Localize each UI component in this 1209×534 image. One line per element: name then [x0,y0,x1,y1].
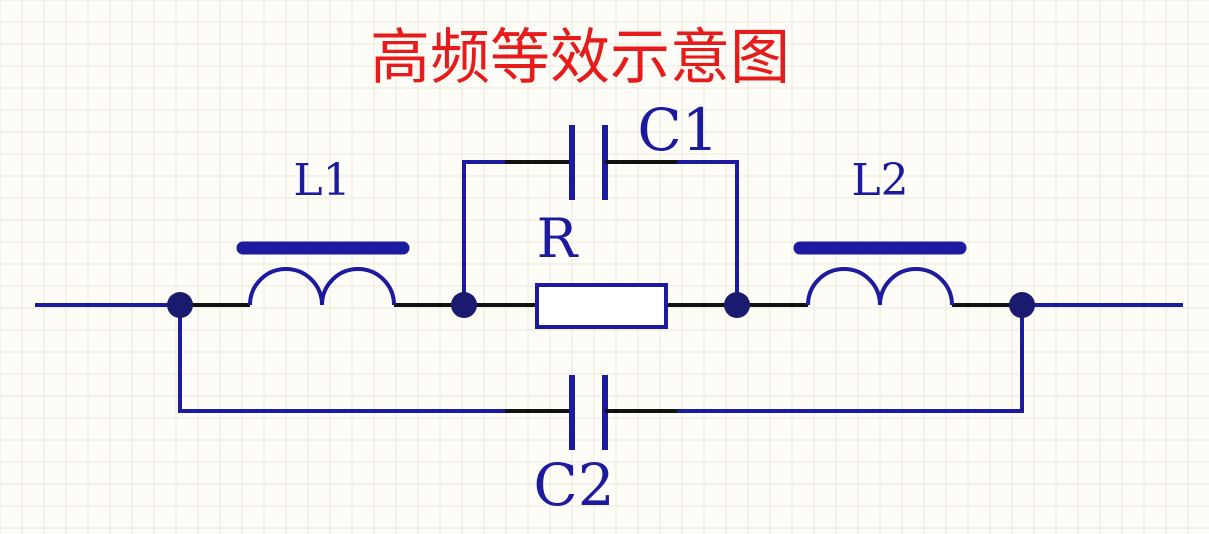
inductor-l2 [793,241,967,306]
label-l2: L2 [851,155,908,206]
inductor-l1 [236,241,410,306]
resistor-r [535,283,668,329]
diagram-title: 高频等效示意图 [370,23,790,93]
node-r-right [724,292,750,318]
node-right [1009,292,1035,318]
l1-coil [248,267,396,306]
label-r: R [537,207,579,270]
c2-branch [178,305,1024,450]
c1-branch [462,125,739,305]
junction-nodes [167,292,1035,318]
c1-left-wire [462,160,505,305]
c2-left-wire [178,305,505,413]
c1-right-wire [677,160,739,305]
node-r-left [451,292,477,318]
label-c1: C1 [637,96,718,164]
l2-coil [806,267,954,306]
c2-right-wire [677,305,1024,413]
label-c2: C2 [533,451,614,519]
label-l1: L1 [293,155,350,206]
node-left [167,292,193,318]
